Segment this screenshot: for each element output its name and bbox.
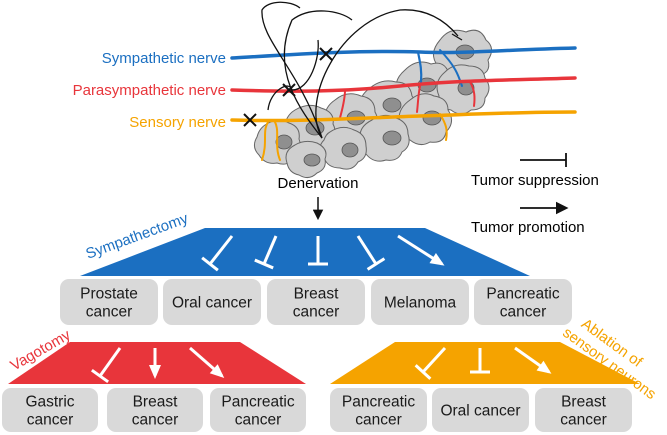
cancer-box: Oral cancer — [432, 388, 529, 432]
sensory-nerve-label: Sensory nerve — [129, 114, 226, 131]
legend-promotion-label: Tumor promotion — [471, 219, 585, 236]
vagotomy-effect-arrows — [90, 346, 225, 384]
cancer-name: cancer — [86, 304, 133, 321]
cancer-name: cancer — [293, 304, 340, 321]
sensory-cut-mark — [243, 113, 257, 127]
cancer-name: cancer — [500, 304, 547, 321]
sympathetic-nerve-label: Sympathetic nerve — [102, 50, 226, 67]
vagotomy-band: Vagotomy — [8, 326, 306, 384]
vagotomy-cancer-list: GastriccancerBreastcancerPancreaticcance… — [2, 388, 306, 432]
cancer-name: cancer — [27, 412, 74, 429]
parasympathetic-nerve-fiber — [230, 76, 577, 119]
sympathectomy-effect-arrows — [201, 234, 445, 272]
suppression-arrow — [201, 235, 234, 272]
cancer-name: cancer — [132, 412, 179, 429]
sensory-nerve-fiber — [230, 110, 577, 161]
cancer-name: cancer — [355, 412, 402, 429]
suppression-arrow — [414, 346, 447, 380]
parasympathetic-cut-mark — [282, 83, 296, 97]
denervation-label: Denervation — [278, 175, 359, 192]
cancer-name: Oral cancer — [440, 403, 520, 420]
cancer-name: Breast — [133, 394, 178, 411]
denervation-curves — [261, 1, 463, 139]
suppression-arrow — [308, 236, 328, 266]
suppression-arrow — [254, 235, 278, 270]
legend-suppression-label: Tumor suppression — [471, 172, 599, 189]
sympathectomy-band: Sympathectomy — [80, 210, 530, 276]
legend: Tumor suppression Tumor promotion — [471, 153, 599, 236]
cancer-name: Pancreatic — [342, 394, 415, 411]
parasympathetic-nerve-label: Parasympathetic nerve — [73, 82, 226, 99]
cancer-box: Melanoma — [371, 279, 469, 325]
cancer-name: Oral cancer — [172, 295, 252, 312]
sensory-ablation-effect-arrows — [414, 346, 552, 380]
cancer-box: Oral cancer — [163, 279, 261, 325]
cancer-name: Breast — [561, 394, 606, 411]
cancer-name: Gastric — [25, 394, 74, 411]
promotion-arrow — [397, 234, 445, 266]
suppression-arrow — [90, 347, 122, 384]
suppression-arrow — [470, 348, 490, 374]
cancer-name: Pancreatic — [221, 394, 294, 411]
cancer-name: cancer — [560, 412, 607, 429]
cancer-name: Pancreatic — [486, 286, 559, 303]
cancer-name: Prostate — [80, 286, 138, 303]
cancer-name: cancer — [235, 412, 282, 429]
cancer-name: Breast — [294, 286, 339, 303]
sympathetic-cut-mark — [319, 47, 333, 61]
promotion-arrow — [149, 348, 161, 379]
promotion-arrow — [514, 346, 552, 374]
suppression-arrow — [356, 235, 386, 271]
promotion-arrow — [189, 346, 225, 378]
cancer-name: Melanoma — [384, 295, 457, 312]
cut-marks — [243, 47, 333, 127]
